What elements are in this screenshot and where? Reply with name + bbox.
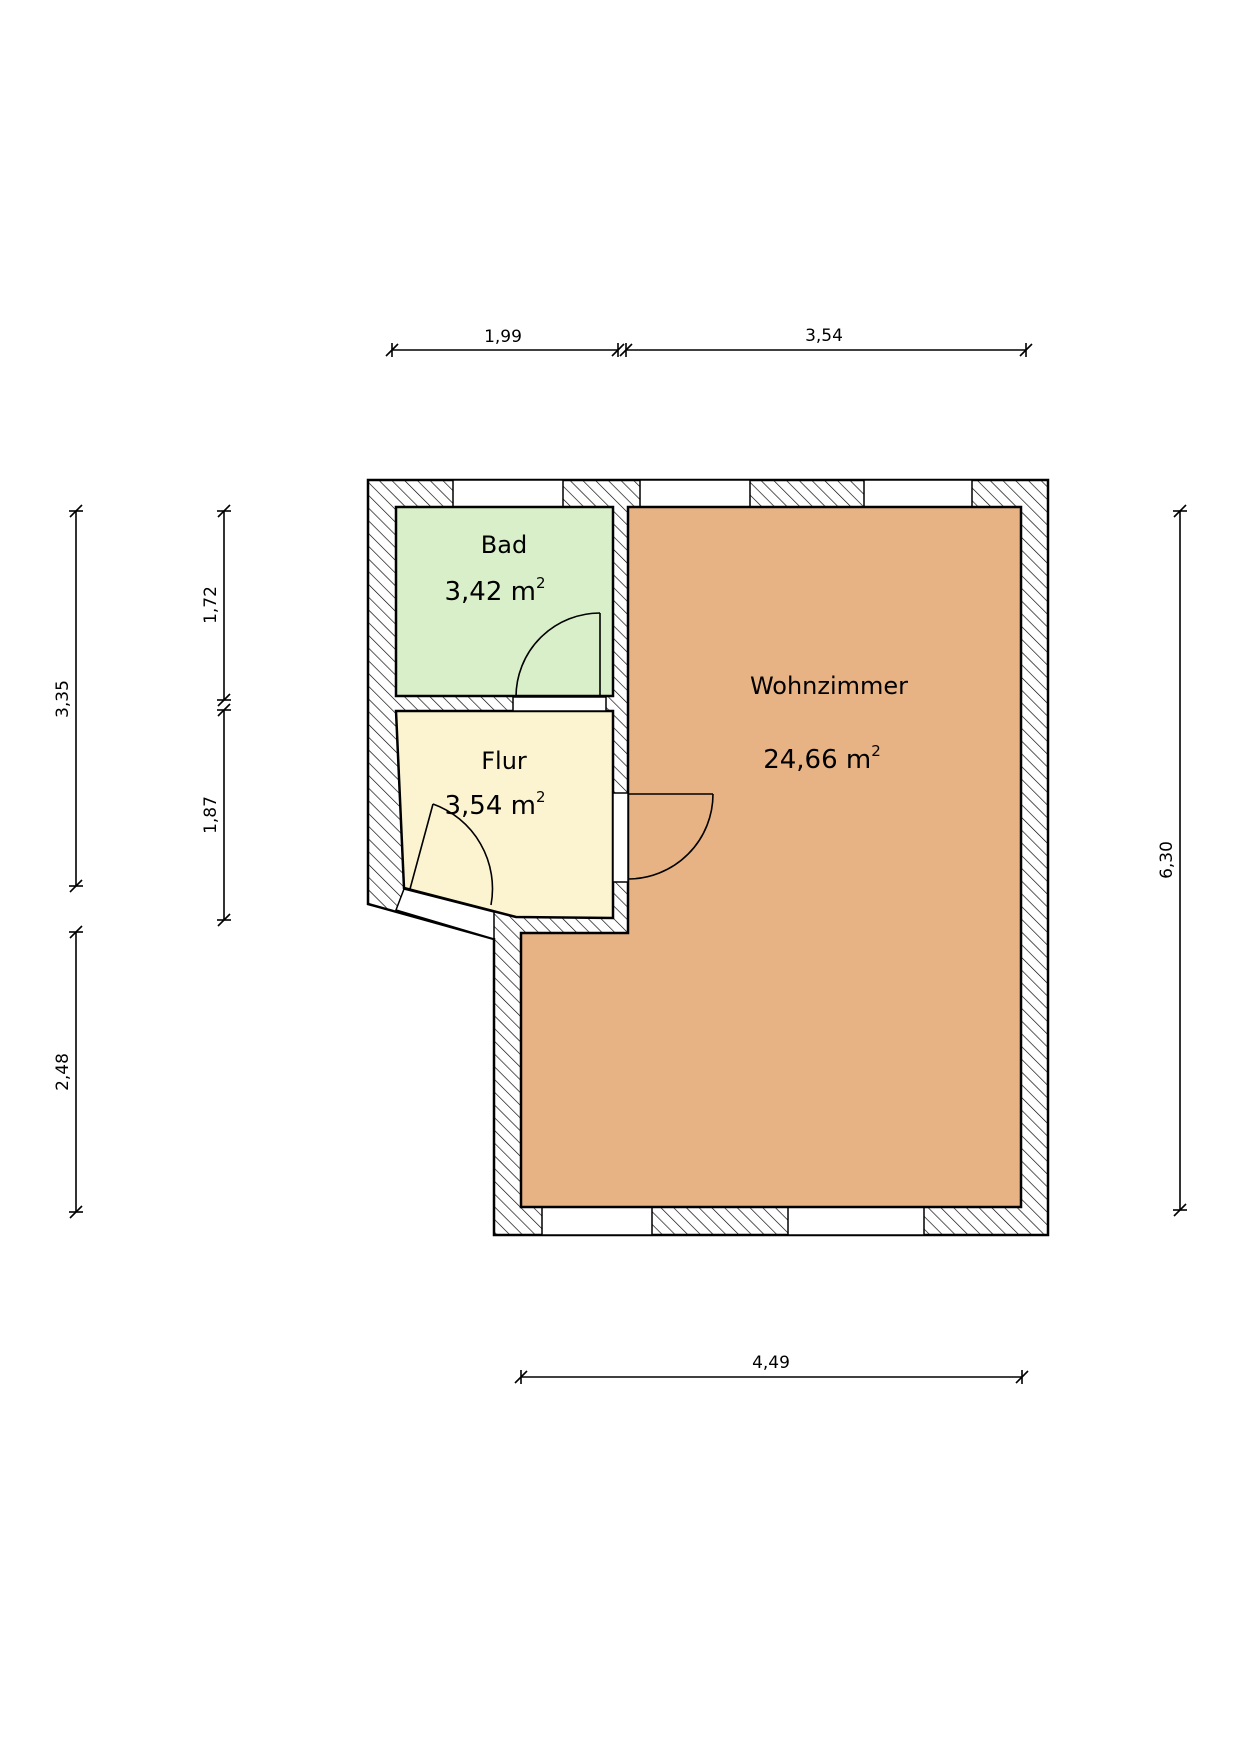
doors (395, 612, 714, 941)
door-opening-wohnzimmer (612, 792, 629, 883)
room-area-wohnzimmer: 24,66 m2 (763, 742, 881, 775)
dim-label-left-outer-bottom: 2,48 (53, 1053, 73, 1091)
dim-label-top-wohnzimmer: 3,54 (805, 326, 843, 346)
door-opening-bad (512, 696, 607, 712)
window-bottom-1 (541, 1206, 653, 1236)
dim-label-top-bad: 1,99 (484, 327, 522, 347)
room-name-bad: Bad (481, 531, 527, 559)
dim-label-right: 6,30 (1157, 841, 1177, 879)
dim-label-left-outer-top: 3,35 (53, 680, 73, 718)
dim-label-left-inner-flur: 1,87 (201, 796, 221, 834)
room-wohnzimmer (519, 505, 1023, 1209)
dimension-lines (69, 343, 1187, 1384)
window-top-2 (863, 479, 973, 508)
room-bad (394, 505, 615, 698)
window-bad (452, 479, 564, 508)
door-swing-wohnzimmer (627, 793, 714, 880)
door-swing-entrance (432, 803, 494, 906)
room-name-wohnzimmer: Wohnzimmer (750, 672, 908, 700)
window-bottom-2 (787, 1206, 925, 1236)
dim-label-bottom: 4,49 (752, 1353, 790, 1373)
door-swing-bad (515, 612, 601, 698)
door-opening-entrance (395, 888, 495, 941)
room-area-bad: 3,42 m2 (444, 574, 545, 607)
window-top-1 (639, 479, 751, 508)
room-name-flur: Flur (481, 747, 527, 775)
dim-label-left-inner-bad: 1,72 (201, 586, 221, 624)
room-area-flur: 3,54 m2 (444, 788, 545, 821)
door-leaf-entrance (409, 803, 434, 890)
